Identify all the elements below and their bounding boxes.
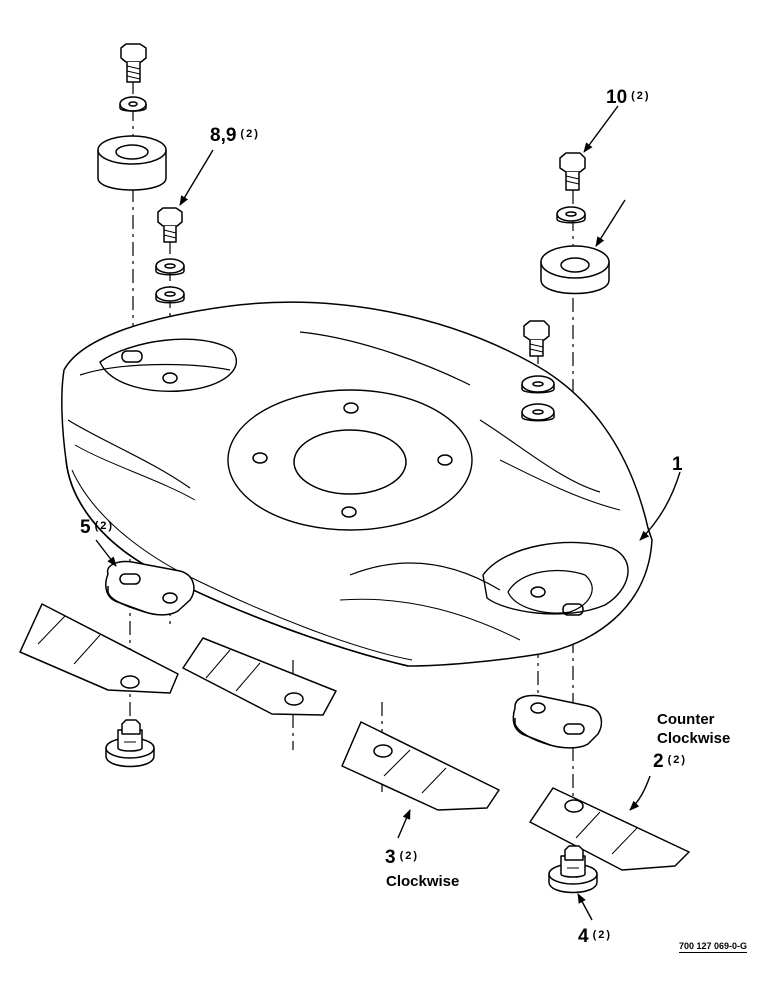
callout-qty: (2): [631, 90, 651, 102]
callout-number: 2: [653, 751, 664, 772]
callout-number: 5: [80, 517, 91, 538]
blade-left: [19, 603, 179, 694]
note-counter-clockwise: Clockwise: [657, 730, 731, 747]
blade-3: [341, 721, 500, 811]
callout-number: 8,9: [210, 125, 237, 146]
callout-8-9: 10(2): [606, 88, 651, 107]
callout-qty: (2): [94, 520, 115, 532]
blade-holder-left: [105, 560, 195, 616]
callout-qty: (2): [592, 929, 613, 941]
blade-middle-left: [182, 637, 337, 716]
drawing-code: 700 127 069-0-G: [679, 941, 748, 953]
callout-leaders: [95, 105, 681, 921]
callout-number: 4: [578, 926, 589, 947]
washers-6-7: [155, 258, 185, 304]
callout-4: 4(2): [578, 927, 612, 946]
callout-6-7-7: 8,9(2): [210, 126, 260, 145]
spacer-10: [540, 245, 610, 295]
callout-number: 3: [385, 847, 396, 868]
callout-number: 10: [606, 87, 628, 108]
callout-2: 2(2): [653, 752, 687, 771]
washers-right-lower: [521, 375, 555, 422]
callout-qty: (2): [399, 850, 420, 862]
washer-9: [556, 206, 586, 224]
callout-number: 1: [672, 454, 683, 475]
bolt-top-left: [120, 43, 147, 83]
blade-2: [529, 787, 690, 871]
washer-top-left: [119, 96, 147, 112]
spacer-top-left: [97, 135, 167, 191]
cutter-disc-plate: [61, 301, 653, 667]
bolt-6: [157, 207, 183, 243]
note-clockwise: Clockwise: [386, 873, 460, 890]
callout-5: 5(2): [80, 518, 114, 537]
callout-qty: (2): [667, 754, 688, 766]
bolt-right-lower: [523, 320, 550, 357]
callout-10: [611, 182, 615, 201]
bolt-8: [559, 152, 586, 191]
callout-1: 1: [672, 455, 683, 474]
blade-holder-right: [512, 694, 603, 749]
note-counter: Counter: [657, 711, 715, 728]
callout-3: 3(2): [385, 848, 419, 867]
blade-bolt-left: [105, 719, 155, 768]
callout-qty: (2): [240, 128, 260, 140]
blade-bolt-4: [548, 845, 598, 894]
